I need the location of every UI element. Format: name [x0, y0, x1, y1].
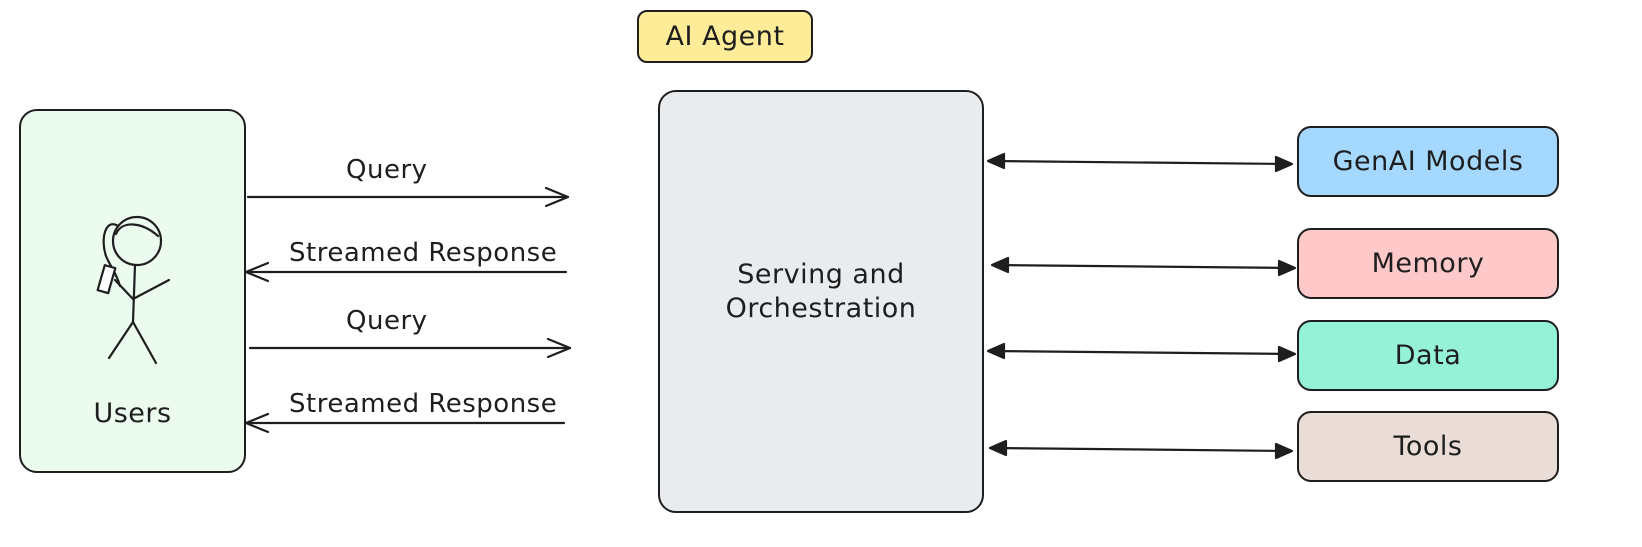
- title-text: AI Agent: [665, 21, 785, 52]
- title-badge: AI Agent: [637, 10, 813, 63]
- response-arrow-1: [244, 261, 568, 283]
- core-label-line1: Serving and: [737, 258, 905, 290]
- flow-label-response-2: Streamed Response: [289, 389, 558, 419]
- users-label: Users: [93, 398, 172, 429]
- tools-label: Tools: [1393, 431, 1463, 462]
- genai-connector: [986, 152, 1294, 173]
- memory-label: Memory: [1371, 248, 1485, 279]
- tools-node: Tools: [1297, 411, 1559, 482]
- flow-label-response-1: Streamed Response: [289, 238, 558, 268]
- data-connector: [986, 342, 1297, 363]
- users-node: Users: [19, 109, 246, 473]
- response-arrow-2: [244, 412, 566, 434]
- core-label-line2: Orchestration: [725, 292, 917, 324]
- serving-orchestration-node: Serving and Orchestration: [658, 90, 984, 513]
- memory-connector: [990, 256, 1297, 277]
- data-label: Data: [1394, 340, 1462, 371]
- flow-label-query-2: Query: [346, 306, 428, 336]
- memory-node: Memory: [1297, 228, 1559, 299]
- flow-label-query-1: Query: [346, 155, 428, 185]
- genai-models-label: GenAI Models: [1332, 146, 1524, 177]
- tools-connector: [988, 439, 1294, 460]
- genai-models-node: GenAI Models: [1297, 126, 1559, 197]
- query-arrow-1: [246, 186, 570, 208]
- query-arrow-2: [248, 337, 572, 359]
- data-node: Data: [1297, 320, 1559, 391]
